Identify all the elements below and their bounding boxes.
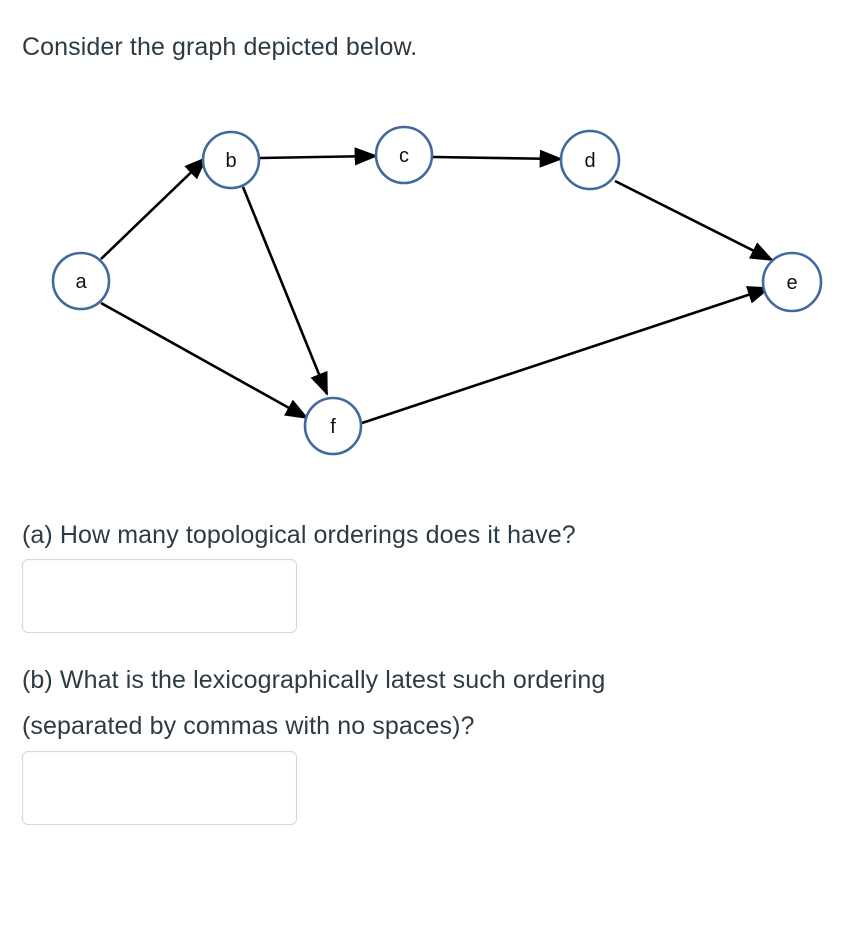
question-a-text: (a) How many topological orderings does … (22, 521, 576, 549)
node-f-circle (303, 396, 363, 456)
node-e: e (761, 251, 823, 313)
question-a-answer-input[interactable] (22, 559, 297, 633)
node-a-label: a (75, 271, 87, 293)
edge-b-to-f (241, 186, 329, 396)
node-e-circle (761, 251, 823, 313)
node-b-circle (201, 130, 261, 190)
node-c: c (374, 125, 434, 185)
node-d-label: d (584, 150, 595, 172)
edge-b-to-c (259, 147, 379, 166)
graph-nodes: a b c d e (51, 125, 823, 456)
node-e-label: e (786, 272, 797, 294)
node-b: b (201, 130, 261, 190)
edge-f-to-e (361, 286, 771, 425)
node-b-label: b (225, 150, 236, 172)
directed-graph-svg: a b c d e (51, 125, 823, 456)
question-b-answer-input[interactable] (22, 751, 297, 825)
edge-c-to-d (432, 149, 564, 168)
page-prompt: Consider the graph depicted below. (22, 33, 418, 61)
question-b-line1: (b) What is the lexicographically latest… (22, 666, 606, 694)
edge-a-to-b (100, 156, 208, 260)
node-f: f (303, 396, 363, 456)
node-c-label: c (399, 145, 409, 167)
node-d: d (559, 129, 621, 191)
node-a-circle (51, 251, 111, 311)
node-d-circle (559, 129, 621, 191)
node-a: a (51, 251, 111, 311)
question-b-text: (b) What is the lexicographically latest… (22, 657, 822, 749)
node-c-circle (374, 125, 434, 185)
graph-edges (100, 147, 774, 425)
question-b-line2: (separated by commas with no spaces)? (22, 712, 475, 740)
node-f-label: f (330, 416, 336, 438)
edge-a-to-f (100, 301, 309, 420)
graph-figure: a b c d e (0, 100, 862, 490)
edge-d-to-e (614, 179, 774, 262)
